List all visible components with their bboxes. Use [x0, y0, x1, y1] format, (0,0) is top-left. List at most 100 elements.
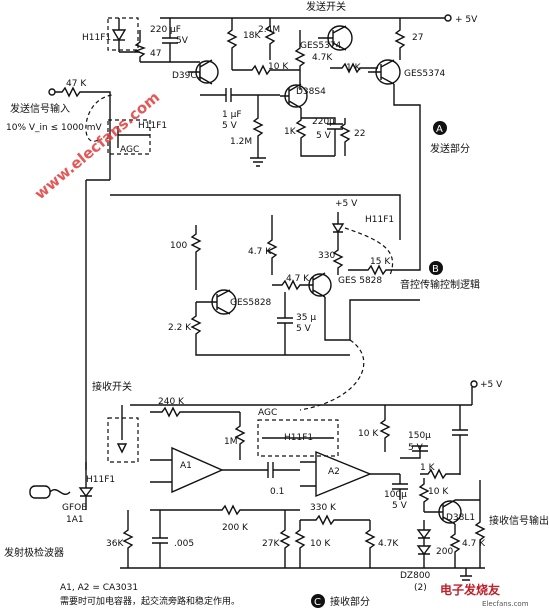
opto3-label: H11F1 [365, 215, 394, 225]
cap-0-1-label: 0.1 [270, 487, 284, 497]
agc1-label: AGC [120, 145, 139, 155]
note-amp-type: A1, A2 = CA3031 [60, 583, 138, 593]
res-10k-rx-label: 10 K [358, 429, 379, 439]
res-1-2m [250, 95, 266, 167]
q1-label: D39C1 [172, 71, 202, 81]
res-2-2k [190, 302, 350, 356]
res-4-7k-out-label: 4.7 K [462, 539, 486, 549]
q6-label: GES 5828 [338, 276, 382, 286]
opto5-label: H11F1 [284, 433, 313, 443]
res-10k-q7 [418, 478, 430, 512]
opto-h11f1-agc [107, 119, 151, 155]
res-330 [332, 245, 344, 275]
q7-label: D38L1 [446, 513, 475, 523]
res-36k [122, 510, 134, 568]
res-36k-label: 36K [106, 539, 124, 549]
res-1k-top-label: 1 K [346, 63, 362, 73]
tx-input-range: 10% V_in ≤ 1000 mV [6, 123, 103, 133]
res-15k-label: 15 K [370, 257, 391, 267]
rx-switch-label: 接收开关 [92, 380, 132, 393]
cap-bypass-right [452, 405, 468, 475]
res-4-7k-logic-b-label: 4.7 K [286, 274, 310, 284]
res-1m [234, 412, 246, 460]
wire-left-bus [85, 179, 110, 470]
cap-35u [277, 292, 293, 355]
res-10k-q7-label: 10 K [428, 487, 449, 497]
opto1-label: H11F1 [82, 33, 111, 43]
badge-b: B [429, 261, 443, 275]
badge-c: C [311, 594, 325, 608]
cap-220uf-volt: 5V [176, 36, 189, 46]
res-4-7k-logic-b [272, 279, 310, 291]
transistor-q6 [308, 272, 332, 298]
res-200 [449, 524, 461, 568]
logo-text: 电子发烧友 [440, 582, 500, 597]
rx-section-label: 接收部分 [330, 595, 370, 608]
res-4-7k-logic-a-label: 4.7 K [248, 247, 272, 257]
res-47k-input-label: 47 K [66, 79, 87, 89]
res-240k-label: 240 K [158, 397, 185, 407]
res-18k-label: 18K [243, 31, 261, 41]
res-2-4m [264, 18, 276, 60]
opto-h11f1-rx-agc [257, 419, 339, 457]
badge-a-text: A [436, 124, 443, 135]
res-4-7k-top-label: 4.7K [312, 53, 333, 63]
res-200k-label: 200 K [222, 523, 249, 533]
tx-input-label: 发送信号输入 [10, 102, 70, 115]
opto-h11f1-logic [331, 212, 394, 276]
res-100-label: 100 [170, 241, 187, 251]
res-1m-label: 1M [224, 437, 238, 447]
wire-q4-out [393, 84, 421, 180]
agc2-label: AGC [258, 408, 277, 418]
emitter-detector-label: 发射极检波器 [4, 546, 64, 559]
res-330k-label: 330 K [310, 503, 337, 513]
opamp-a1 [150, 446, 258, 494]
cap-35u-label: 35 μ [296, 313, 316, 323]
res-2-2k-label: 2.2 K [168, 323, 192, 333]
cap-100u-volt: 5 V [392, 501, 408, 511]
res-47-label: 47 [150, 49, 161, 59]
res-330-label: 330 [318, 251, 335, 261]
wire-opto-q1 [119, 51, 200, 63]
q5-label: GES5828 [230, 298, 272, 308]
q4-label: GES5374 [404, 69, 446, 79]
cap-220u-b [301, 117, 343, 156]
rx-supply-label: +5 V [480, 380, 503, 390]
cap-0-1 [258, 462, 300, 478]
res-4-7k-bottom-label: 4.7K [378, 539, 399, 549]
zener-dz800 [416, 520, 432, 568]
cap-100u [392, 474, 408, 500]
badge-a: A [433, 121, 447, 135]
cap-35u-volt: 5 V [296, 324, 312, 334]
res-27-label: 27 [412, 33, 423, 43]
res-100 [190, 225, 202, 290]
q2-label: D38S4 [296, 87, 326, 97]
res-1-2m-label: 1.2M [230, 137, 252, 147]
opto-h11f1-upper [107, 17, 139, 52]
opto2-label: H11F1 [138, 121, 167, 131]
cap-1uf [200, 88, 280, 102]
transistor-q3 [318, 25, 353, 51]
cap-1uf-label: 1 μF [222, 110, 242, 120]
transistor-q7 [424, 499, 462, 525]
dz800-label: DZ800 [400, 571, 431, 581]
res-1k-rx [420, 468, 460, 480]
opto-h11f1-rx-switch [107, 405, 139, 463]
res-27 [394, 18, 406, 60]
badge-c-text: C [314, 597, 321, 608]
res-10k-top-label: 10 K [268, 62, 289, 72]
transistor-q1 [188, 59, 219, 85]
gfoe-sub: 1A1 [66, 515, 84, 525]
res-18k [226, 18, 238, 70]
opto4-label: H11F1 [86, 475, 115, 485]
cap-150u [400, 445, 428, 459]
gfoe-detector [29, 462, 94, 510]
res-200k [150, 504, 300, 516]
res-4-7k-top [294, 30, 306, 90]
transistor-q4 [368, 59, 401, 85]
wire-logic-out [324, 297, 420, 341]
rx-ground-rail [120, 499, 485, 569]
res-240k [150, 406, 240, 418]
top-supply-label: + 5V [455, 15, 478, 25]
